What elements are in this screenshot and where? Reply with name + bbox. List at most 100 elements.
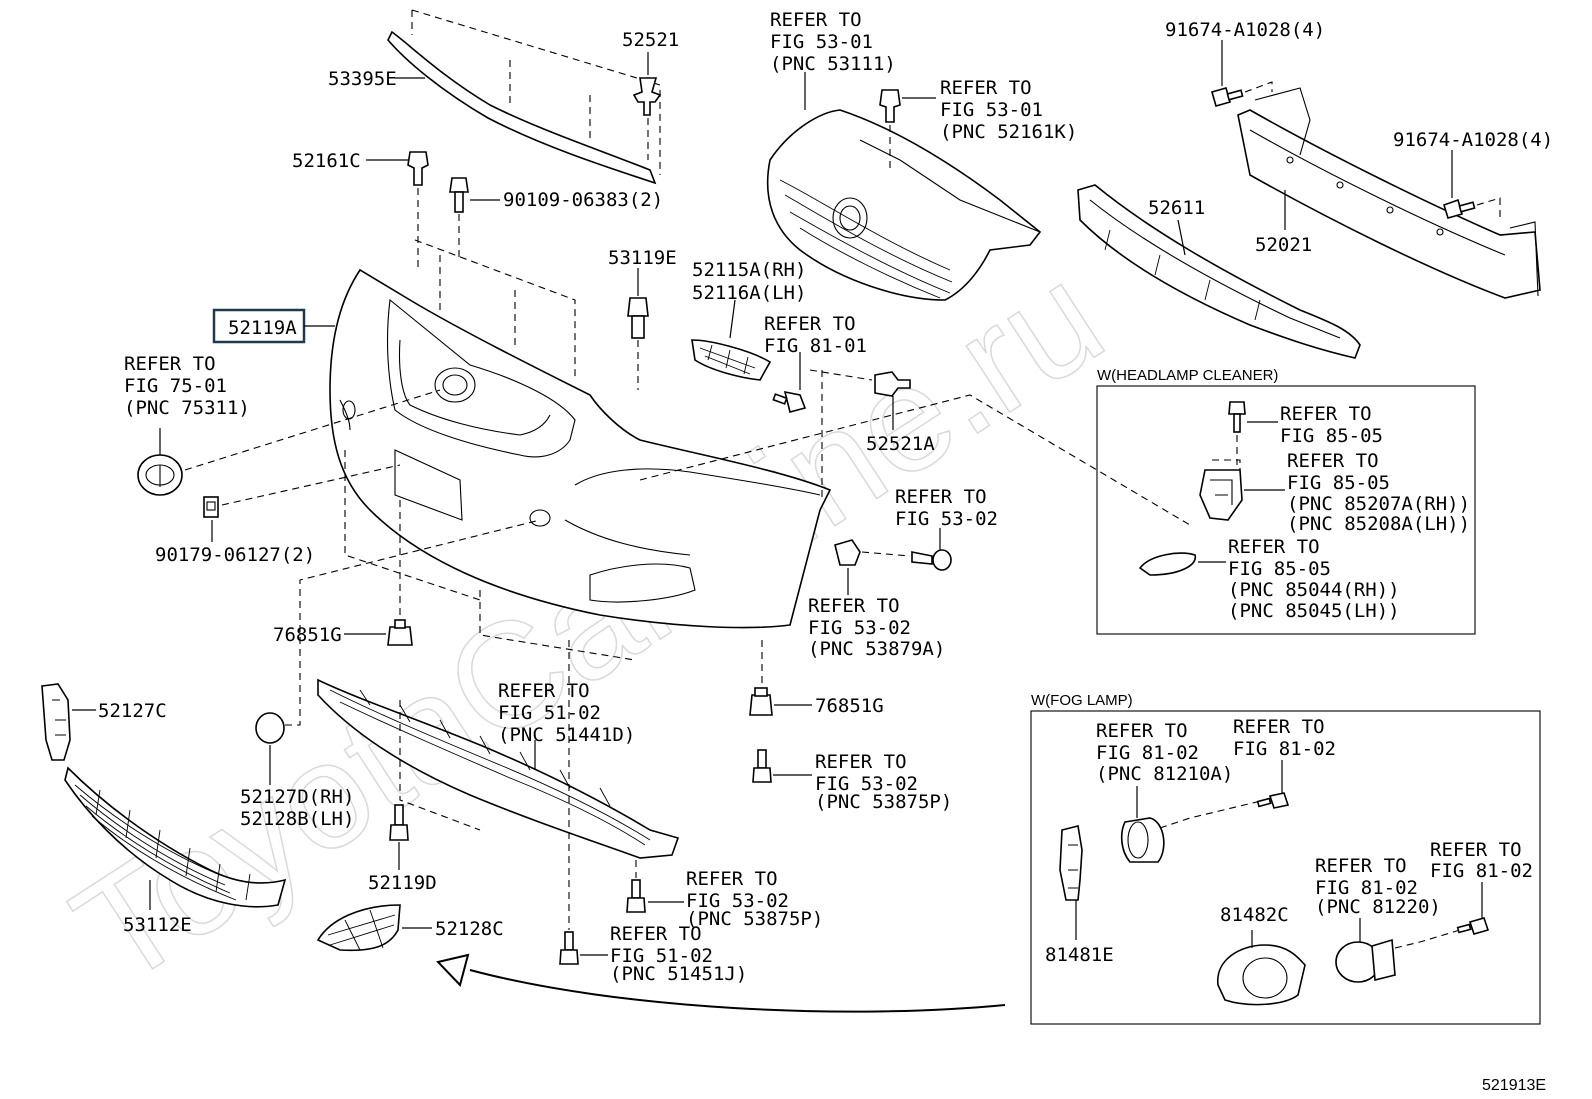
- label-52128B-lh: 52128B(LH): [240, 808, 354, 830]
- clip-76851G-left[interactable]: [387, 619, 413, 646]
- cap-85044[interactable]: [1138, 552, 1196, 576]
- headlamp-cleaner-section: W(HEADLAMP CLEANER) REFER TO FIG 85-05 R…: [1096, 367, 1476, 635]
- label-ref-53-01-c-2: FIG 53-01: [940, 99, 1043, 121]
- bolt-90109-06383[interactable]: [449, 177, 469, 213]
- fog-lamp-section: W(FOG LAMP) REFER TO FIG 81-02 (PNC 8121…: [1030, 692, 1541, 1025]
- label-ref-53-02-a-1: REFER TO: [895, 486, 987, 508]
- fog-bezel-81482C[interactable]: [1217, 944, 1306, 1006]
- label-52161C: 52161C: [292, 150, 361, 172]
- label-ref-53-02-a-2: FIG 53-02: [895, 508, 998, 530]
- label-53112E: 53112E: [123, 914, 192, 936]
- retainer-52115A[interactable]: [691, 339, 772, 381]
- figure-code: 521913E: [1482, 1077, 1546, 1094]
- emblem-75311[interactable]: [137, 454, 183, 496]
- label-76851G-right: 76851G: [815, 695, 884, 717]
- label-ref-53-01-c-3: (PNC 52161K): [940, 121, 1077, 143]
- fog-lamp-81220[interactable]: [1335, 938, 1396, 983]
- label-hc-ref-c-1: REFER TO: [1228, 536, 1320, 558]
- label-ref-53-02-b-2: FIG 53-02: [808, 617, 911, 639]
- label-hc-ref-c-4: (PNC 85045(LH)): [1228, 600, 1400, 622]
- label-fog-ref-a-1: REFER TO: [1096, 720, 1188, 742]
- cover-52127C[interactable]: [41, 683, 71, 761]
- label-52119D: 52119D: [368, 872, 437, 894]
- label-52021: 52021: [1255, 234, 1312, 256]
- fog-cover-81481E[interactable]: [1059, 825, 1083, 901]
- label-ref-53-02-d-2: FIG 53-02: [686, 890, 789, 912]
- label-hc-ref-a-2: FIG 85-05: [1280, 425, 1383, 447]
- label-fog-ref-d-1: REFER TO: [1430, 839, 1522, 861]
- under-cover-51441D[interactable]: [317, 678, 680, 859]
- label-ref-51-02-a-1: REFER TO: [498, 680, 590, 702]
- label-53119E: 53119E: [608, 247, 677, 269]
- absorber-52611[interactable]: [1077, 184, 1361, 359]
- label-ref-53-02-c-2: FIG 53-02: [815, 773, 918, 795]
- label-90179-06127: 90179-06127(2): [155, 544, 315, 566]
- cap-52127D[interactable]: [255, 712, 285, 744]
- curved-arrow: [436, 953, 1006, 1013]
- lower-grille-53112E[interactable]: [64, 766, 287, 908]
- label-fog-ref-c-3: (PNC 81220): [1315, 896, 1441, 918]
- label-90109-06383: 90109-06383(2): [503, 189, 663, 211]
- clip-52521[interactable]: [632, 77, 662, 116]
- bolt-52119D[interactable]: [389, 804, 409, 841]
- bolt-ref-81-01[interactable]: [772, 390, 807, 413]
- reinforcement-52021[interactable]: [1237, 87, 1541, 299]
- label-ref-53-02-d-3: (PNC 53875P): [686, 908, 823, 930]
- bolt-91674-top[interactable]: [1211, 87, 1244, 107]
- fog-screw-upper[interactable]: [1256, 792, 1290, 809]
- label-ref-53-02-c-1: REFER TO: [815, 751, 907, 773]
- label-53395E: 53395E: [328, 68, 397, 90]
- radiator-grille-53111[interactable]: [766, 109, 1042, 301]
- label-hc-ref-c-2: FIG 85-05: [1228, 558, 1331, 580]
- bumper-cover-52119A[interactable]: [329, 268, 832, 629]
- label-ref-75-01-1: REFER TO: [124, 353, 216, 375]
- clip-76851G-right[interactable]: [749, 687, 773, 716]
- bolt-85-05[interactable]: [1228, 401, 1246, 433]
- screw-ref-53-02[interactable]: [911, 549, 952, 571]
- clip-52161K[interactable]: [879, 89, 901, 123]
- label-52127D-rh: 52127D(RH): [240, 786, 354, 808]
- label-52521A: 52521A: [866, 433, 935, 455]
- fog-bracket-81210A[interactable]: [1120, 817, 1165, 863]
- label-52127C: 52127C: [98, 700, 167, 722]
- label-81481E: 81481E: [1045, 944, 1114, 966]
- label-52521: 52521: [622, 29, 679, 51]
- label-ref-53-01-g-3: (PNC 53111): [770, 53, 896, 75]
- fog-cover-52128C[interactable]: [316, 904, 401, 952]
- label-52115A-rh: 52115A(RH): [692, 259, 806, 281]
- bolt-91674-right[interactable]: [1443, 198, 1476, 219]
- label-52119A: 52119A: [228, 317, 297, 339]
- label-ref-53-01-c-1: REFER TO: [940, 77, 1032, 99]
- bracket-53879A[interactable]: [834, 539, 861, 566]
- bolt-53119E[interactable]: [627, 297, 649, 339]
- label-fog-ref-b-1: REFER TO: [1233, 716, 1325, 738]
- label-fog-ref-a-2: FIG 81-02: [1096, 742, 1199, 764]
- label-ref-53-01-g-1: REFER TO: [770, 9, 862, 31]
- label-52128C: 52128C: [435, 918, 504, 940]
- nut-90179-06127[interactable]: [203, 496, 219, 518]
- moulding-53395E[interactable]: [387, 9, 661, 185]
- label-ref-53-02-b-1: REFER TO: [808, 595, 900, 617]
- fog-screw-lower[interactable]: [1456, 917, 1490, 935]
- label-ref-81-01-2: FIG 81-01: [764, 335, 867, 357]
- bolt-53875P-lower[interactable]: [626, 879, 646, 913]
- label-ref-51-02-a-3: (PNC 51441D): [498, 724, 635, 746]
- label-81482C: 81482C: [1220, 904, 1289, 926]
- label-ref-51-02-b-3: (PNC 51451J): [610, 963, 747, 985]
- label-76851G-left: 76851G: [273, 624, 342, 646]
- label-fog-ref-c-2: FIG 81-02: [1315, 877, 1418, 899]
- label-fog-ref-b-2: FIG 81-02: [1233, 738, 1336, 760]
- headlamp-cleaner-title: W(HEADLAMP CLEANER): [1097, 367, 1278, 384]
- label-hc-ref-b-2: FIG 85-05: [1287, 472, 1390, 494]
- fog-lamp-title: W(FOG LAMP): [1031, 692, 1133, 709]
- label-91674-right: 91674-A1028(4): [1393, 129, 1553, 151]
- clip-52521A[interactable]: [874, 371, 911, 397]
- label-91674-top: 91674-A1028(4): [1165, 19, 1325, 41]
- bracket-85207A[interactable]: [1199, 469, 1243, 521]
- bolt-51451J[interactable]: [559, 931, 579, 965]
- label-ref-51-02-b-2: FIG 51-02: [610, 945, 713, 967]
- label-ref-75-01-2: FIG 75-01: [124, 375, 227, 397]
- clip-52161C[interactable]: [407, 151, 429, 186]
- bolt-53875P-upper[interactable]: [752, 749, 772, 783]
